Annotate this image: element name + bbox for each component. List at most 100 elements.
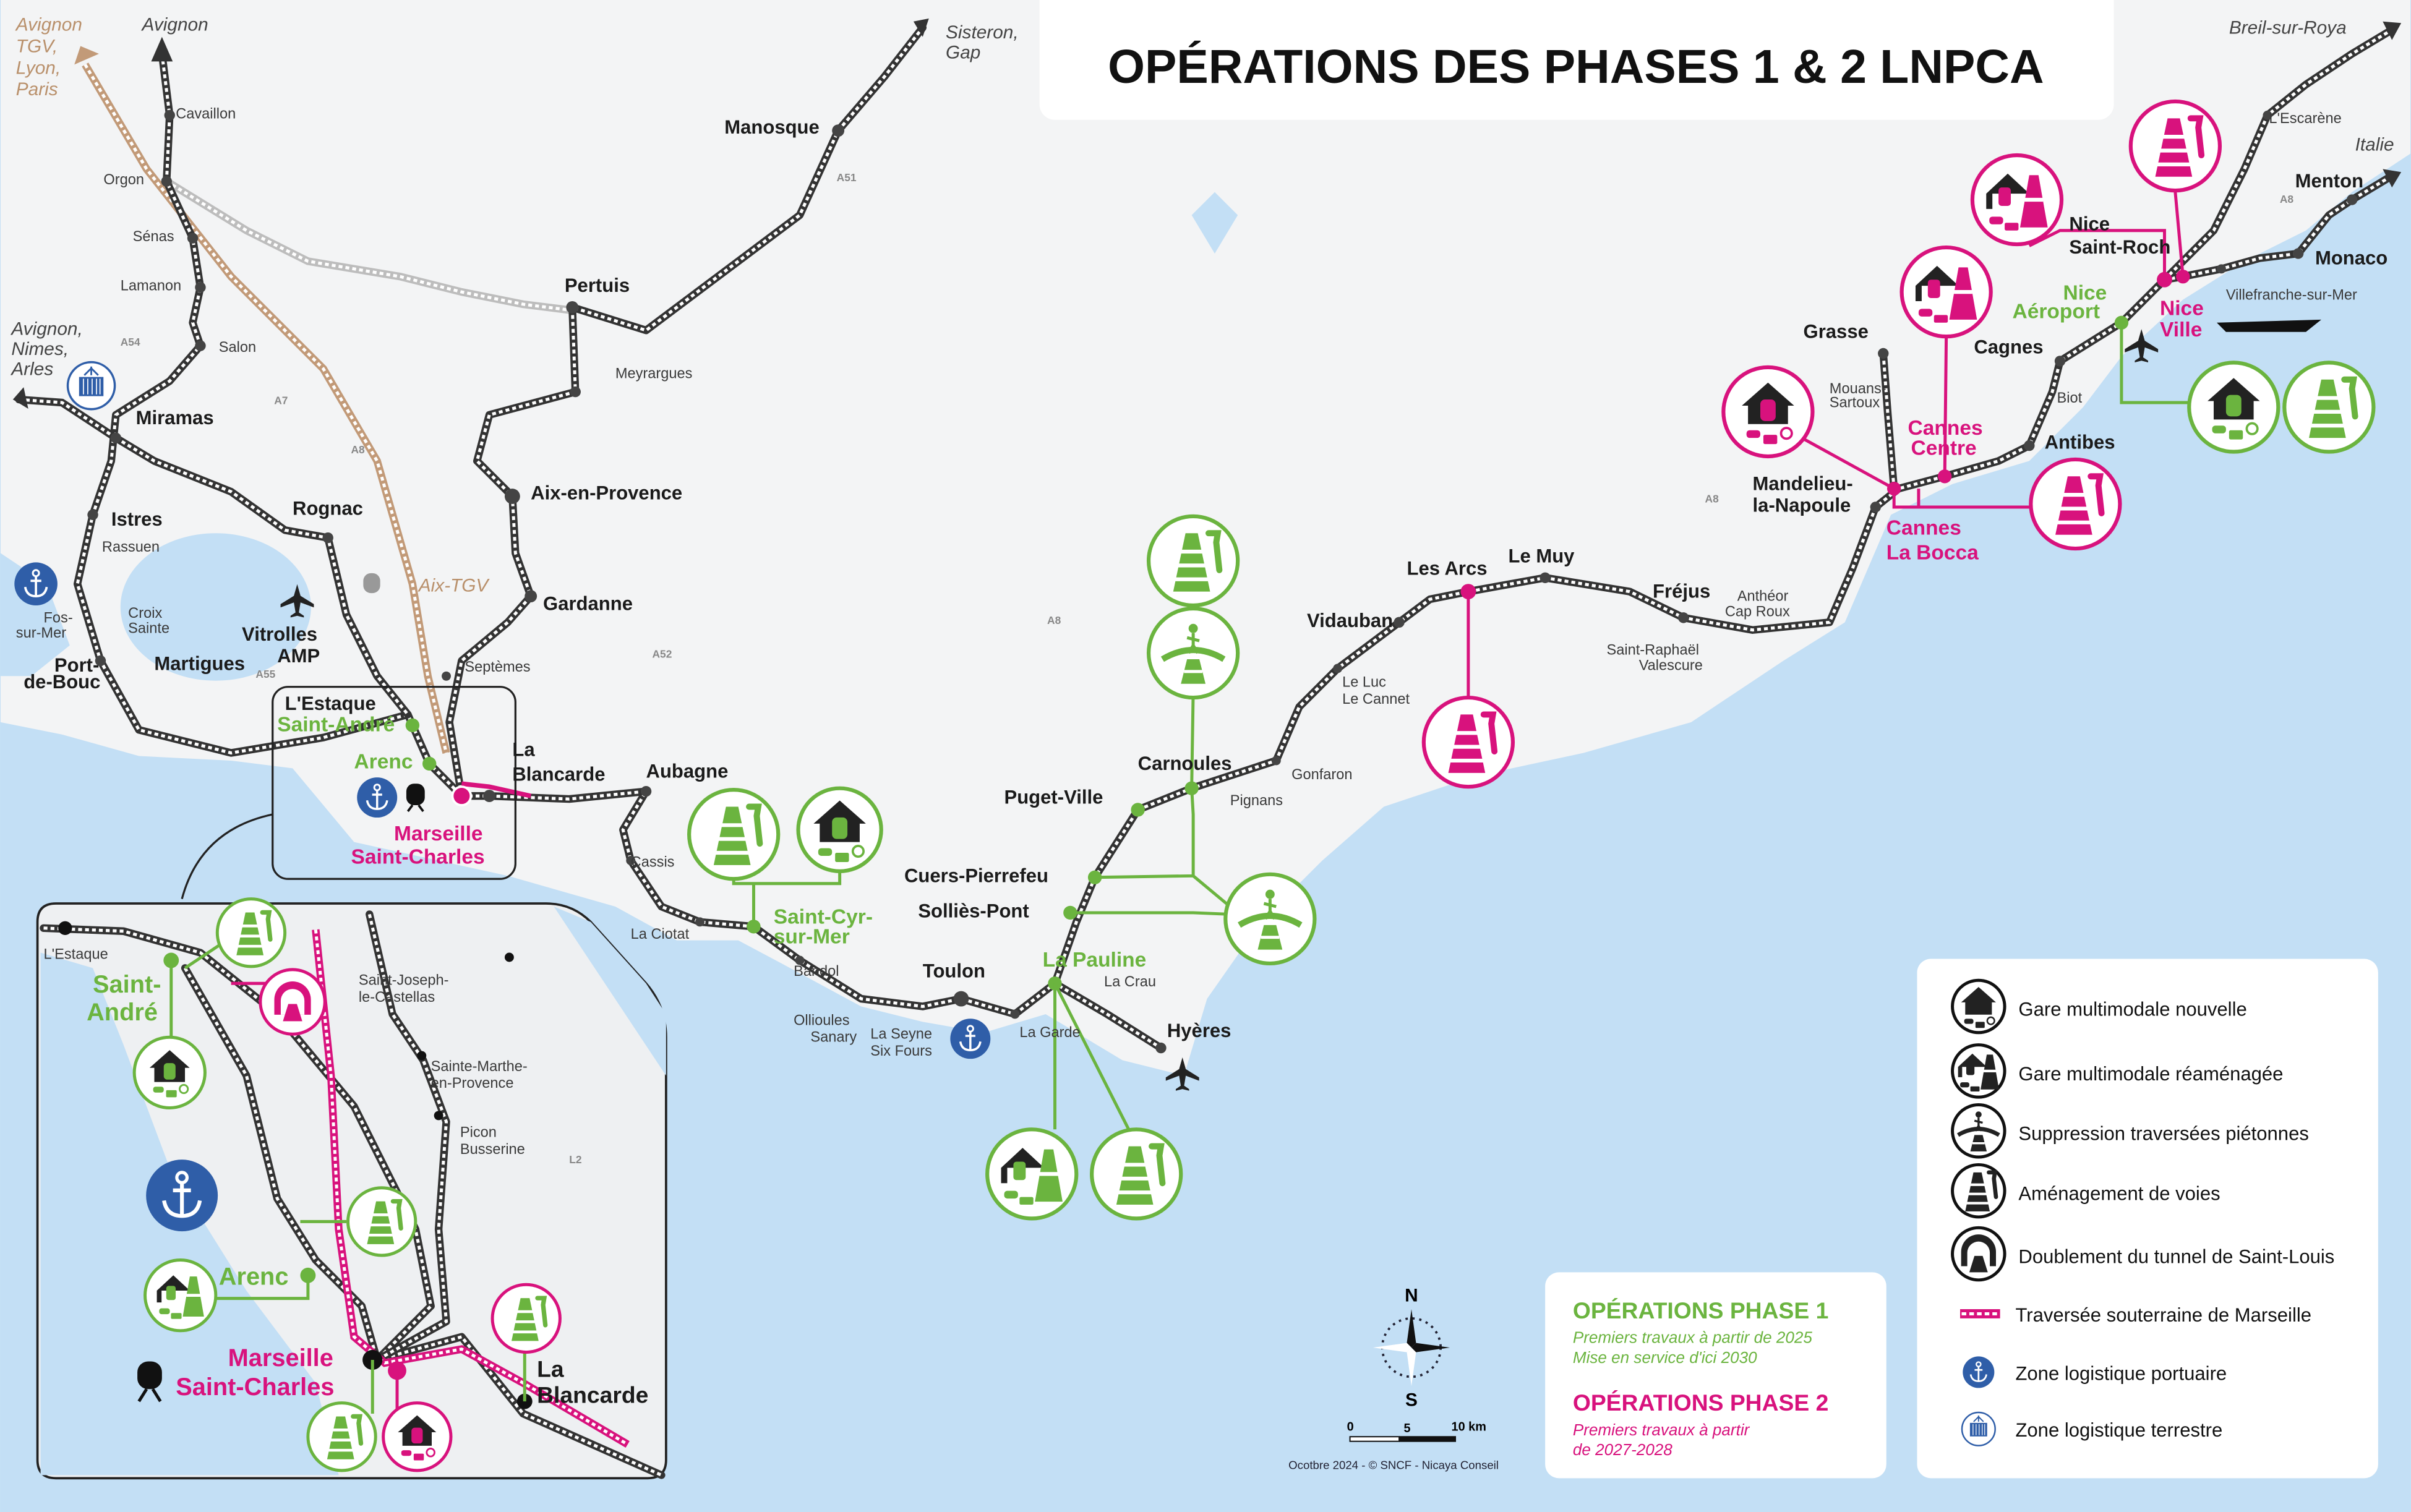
- label-saint-cyr: Saint-Cyr-: [774, 905, 873, 928]
- inset-icon-tunnel[interactable]: [259, 968, 327, 1036]
- label-pertuis: Pertuis: [565, 275, 630, 296]
- legend-label: Suppression traversées piétonnes: [2018, 1123, 2308, 1145]
- arrow-italie-icon: [2383, 169, 2402, 188]
- arrow-breil-icon: [2383, 21, 2402, 40]
- label-le-muy: Le Muy: [1508, 545, 1575, 566]
- icon-saint-cyr-station[interactable]: [796, 786, 883, 873]
- legend: Gare multimodale nouvelle Gare multimoda…: [1917, 959, 2378, 1479]
- label-la-garde: La Garde: [1019, 1025, 1080, 1041]
- label-carnoules: Carnoules: [1138, 753, 1232, 774]
- label-vitrolles: Vitrolles: [242, 623, 317, 645]
- icon-nice-aeroport-track[interactable]: [2282, 361, 2376, 454]
- svg-text:A52: A52: [652, 647, 672, 660]
- label-sur-mer: sur-Mer: [774, 926, 850, 949]
- label-centre: Centre: [1911, 437, 1977, 459]
- label-cannes-la-bocca: Cannes: [1886, 517, 1961, 540]
- inset-label-ste-marthe: Sainte-Marthe-: [431, 1059, 528, 1075]
- place-labels: Manosque Pertuis Aix-en-Provence Miramas…: [10, 15, 2394, 1059]
- inset-label-blancarde: Blancarde: [537, 1382, 648, 1408]
- label-lyon: Lyon,: [16, 58, 61, 78]
- label-pignans: Pignans: [1230, 793, 1283, 809]
- legend-label: Traversée souterraine de Marseille: [2015, 1304, 2311, 1326]
- inset-label-andre: André: [87, 999, 158, 1026]
- label-fos: Fos-: [44, 610, 73, 626]
- label-septemes: Septèmes: [465, 659, 530, 675]
- label-st-raphael: Saint-Raphaël: [1607, 643, 1700, 659]
- icon-nice-station[interactable]: [1970, 153, 2064, 247]
- phase1-line1: Premiers travaux à partir de 2025: [1573, 1328, 1813, 1347]
- inset-label-st-joseph: Saint-Joseph-: [359, 973, 449, 989]
- icon-carnoules-track[interactable]: [1146, 514, 1240, 608]
- label-cap-roux: Cap Roux: [1725, 604, 1790, 620]
- inset-icon-station[interactable]: [143, 1258, 218, 1333]
- label-breil: Breil-sur-Roya: [2229, 18, 2347, 38]
- arrow-avignon-icon: [151, 36, 173, 62]
- icon-la-pauline-station[interactable]: [985, 1127, 1079, 1221]
- phase2-line2: de 2027-2028: [1573, 1440, 1672, 1459]
- svg-text:A7: A7: [274, 394, 288, 406]
- train-icon: [137, 1361, 162, 1403]
- icon-nice-aeroport-station[interactable]: [2187, 361, 2280, 454]
- phase1-title: OPÉRATIONS PHASE 1: [1573, 1297, 1828, 1323]
- icon-cuers-pedestrian[interactable]: [1223, 872, 1317, 966]
- label-mandelieu: Mandelieu-: [1753, 473, 1853, 495]
- inset-icon-track[interactable]: [346, 1186, 418, 1257]
- icon-saint-cyr-track[interactable]: [687, 788, 781, 881]
- inset-label-picon: Picon: [460, 1125, 497, 1141]
- label-meyrargues: Meyrargues: [615, 365, 693, 382]
- label-menton: Menton: [2295, 170, 2363, 192]
- inset-icon-track[interactable]: [306, 1401, 377, 1472]
- inset-icon-station[interactable]: [382, 1401, 453, 1472]
- credit-text: Ocotbre 2024 - © SNCF - Nicaya Conseil: [1288, 1458, 1499, 1471]
- label-cuers: Cuers-Pierrefeu: [904, 865, 1048, 886]
- label-frejus: Fréjus: [1653, 581, 1710, 602]
- inset-label-castellas: le-Castellas: [359, 989, 435, 1006]
- label-gonfaron: Gonfaron: [1291, 767, 1352, 783]
- svg-text:5: 5: [1404, 1422, 1411, 1435]
- icon-les-arcs-track[interactable]: [1421, 695, 1515, 789]
- anchor-icon: [1961, 1356, 1995, 1389]
- inset-icon-station[interactable]: [132, 1035, 207, 1109]
- icon-cannes-centre-station[interactable]: [1899, 245, 1993, 339]
- icon-la-pauline-track[interactable]: [1090, 1127, 1183, 1221]
- arrow-tgv-icon: [74, 46, 99, 65]
- legend-label: Zone logistique terrestre: [2015, 1419, 2222, 1441]
- label-nimes: Nimes,: [11, 339, 69, 359]
- legend-label: Zone logistique portuaire: [2015, 1362, 2227, 1384]
- label-villefranche: Villefranche-sur-Mer: [2226, 288, 2357, 304]
- label-arenc: Arenc: [354, 750, 413, 773]
- label-salon: Salon: [219, 340, 256, 356]
- label-cavaillon: Cavaillon: [176, 106, 236, 122]
- inset-icon-track[interactable]: [215, 897, 287, 968]
- inset-label-arenc: Arenc: [219, 1263, 289, 1290]
- svg-text:A8: A8: [1705, 493, 1719, 505]
- svg-text:0: 0: [1347, 1420, 1354, 1433]
- label-hyeres: Hyères: [1167, 1020, 1231, 1041]
- label-nice-st-roch: Nice: [2069, 213, 2110, 235]
- inset-connector: [181, 813, 273, 899]
- label-mouans: Mouans-: [1830, 381, 1886, 397]
- label-le-cannet: Le Cannet: [1342, 691, 1410, 707]
- inset-icon-track[interactable]: [490, 1283, 562, 1354]
- icon-cannes-track[interactable]: [2029, 457, 2122, 551]
- phases-box: OPÉRATIONS PHASE 1 Premiers travaux à pa…: [1545, 1272, 1886, 1479]
- label-antibes: Antibes: [2045, 432, 2115, 453]
- label-antheor: Anthéor: [1737, 589, 1789, 605]
- icon-nice-track[interactable]: [2128, 99, 2222, 193]
- label-miramas: Miramas: [136, 407, 214, 429]
- label-port-de-bouc-2: de-Bouc: [24, 671, 100, 693]
- legend-label: Gare multimodale réaménagée: [2018, 1063, 2283, 1085]
- label-arles: Arles: [10, 359, 53, 379]
- phase2-title: OPÉRATIONS PHASE 2: [1573, 1390, 1828, 1416]
- label-italie: Italie: [2355, 135, 2394, 155]
- label-orgon: Orgon: [103, 172, 144, 188]
- train-icon: [406, 784, 425, 813]
- icon-carnoules-pedestrian[interactable]: [1146, 606, 1240, 700]
- label-rassuen: Rassuen: [102, 539, 160, 555]
- label-avignon-nimes: Avignon,: [10, 319, 82, 340]
- label-la-seyne: La Seyne: [870, 1027, 932, 1043]
- svg-text:A8: A8: [2280, 193, 2294, 205]
- icon-cannes-station[interactable]: [1721, 365, 1815, 459]
